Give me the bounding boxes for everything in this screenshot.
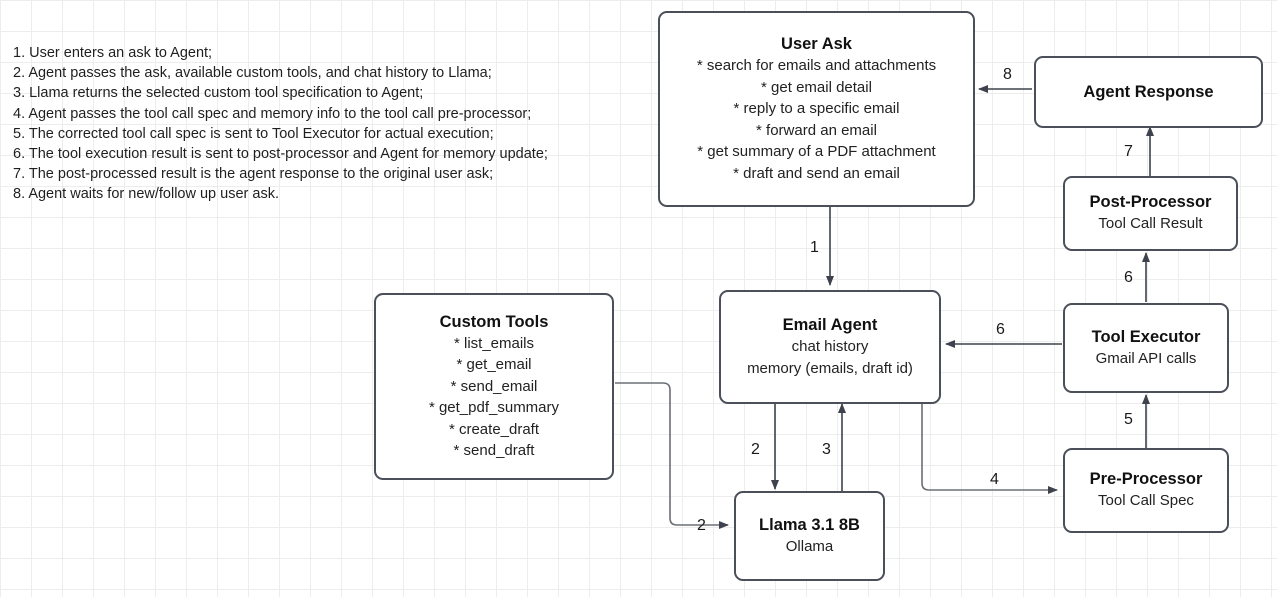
legend-line-6: 6. The tool execution result is sent to … xyxy=(13,146,548,163)
legend-line-8: 8. Agent waits for new/follow up user as… xyxy=(13,186,279,203)
edge-label-4: 4 xyxy=(990,471,999,488)
node-custom-tools-title: Custom Tools xyxy=(439,312,549,331)
node-user-ask-item-5: * get summary of a PDF attachment xyxy=(697,143,936,160)
edge-label-6-to-post-processor: 6 xyxy=(1124,269,1133,286)
node-custom-tools-item-2: * get_email xyxy=(456,356,532,373)
edge-label-2-custom-tools: 2 xyxy=(697,517,706,534)
node-email-agent-title: Email Agent xyxy=(782,316,878,334)
legend-line-3: 3. Llama returns the selected custom too… xyxy=(13,85,424,102)
edge-label-8: 8 xyxy=(1003,66,1012,83)
node-custom-tools-item-3: * send_email xyxy=(450,377,538,395)
node-user-ask-item-2: * get email detail xyxy=(761,78,872,96)
node-user-ask-item-4: * forward an email xyxy=(756,121,877,139)
node-custom-tools-item-1: * list_emails xyxy=(453,334,535,352)
node-user-ask-item-6: * draft and send an email xyxy=(733,164,900,182)
node-post-processor-sub-1: Tool Call Result xyxy=(1098,215,1203,233)
edge-label-3: 3 xyxy=(822,441,831,458)
node-custom-tools-item-5: * create_draft xyxy=(448,420,540,438)
node-llama-title: Llama 3.1 8B xyxy=(759,515,860,534)
node-tool-executor[interactable]: Tool Executor Gmail API calls xyxy=(1063,303,1229,393)
node-tool-executor-title: Tool Executor xyxy=(1091,327,1201,346)
node-agent-response-title: Agent Response xyxy=(1083,82,1214,101)
node-user-ask-title: User Ask xyxy=(781,35,852,53)
node-post-processor-title: Post-Processor xyxy=(1089,193,1212,212)
legend-line-4: 4. Agent passes the tool call spec and m… xyxy=(13,105,532,122)
node-post-processor[interactable]: Post-Processor Tool Call Result xyxy=(1063,176,1238,251)
process-steps-legend: 1. User enters an ask to Agent; 2. Agent… xyxy=(13,43,548,205)
legend-line-1: 1. User enters an ask to Agent; xyxy=(13,45,213,61)
node-user-ask-item-1: * search for emails and attachments xyxy=(696,57,937,74)
node-custom-tools[interactable]: Custom Tools * list_emails * get_email *… xyxy=(374,293,614,480)
node-pre-processor-title: Pre-Processor xyxy=(1089,470,1203,489)
node-llama[interactable]: Llama 3.1 8B Ollama xyxy=(734,491,885,581)
legend-line-7: 7. The post-processed result is the agen… xyxy=(13,166,494,183)
node-tool-executor-sub-1: Gmail API calls xyxy=(1095,349,1197,367)
edge-label-2-email-agent: 2 xyxy=(751,441,760,458)
node-pre-processor[interactable]: Pre-Processor Tool Call Spec xyxy=(1063,448,1229,533)
node-custom-tools-item-4: * get_pdf_summary xyxy=(428,399,560,416)
node-email-agent-sub-1: chat history xyxy=(791,338,869,355)
node-email-agent-sub-2: memory (emails, draft id) xyxy=(747,359,913,377)
edge-4-email-agent-to-pre-processor xyxy=(921,403,1058,494)
edge-label-5: 5 xyxy=(1124,411,1133,428)
edge-label-1: 1 xyxy=(810,239,819,256)
node-pre-processor-sub-1: Tool Call Spec xyxy=(1098,492,1194,510)
node-agent-response[interactable]: Agent Response xyxy=(1034,56,1263,128)
edge-2-custom-tools-to-llama xyxy=(615,382,729,529)
legend-line-2: 2. Agent passes the ask, available custo… xyxy=(13,65,492,82)
node-user-ask-item-3: * reply to a specific email xyxy=(733,100,900,117)
node-email-agent[interactable]: Email Agent chat history memory (emails,… xyxy=(719,290,941,404)
node-user-ask[interactable]: User Ask * search for emails and attachm… xyxy=(658,11,975,207)
node-custom-tools-item-6: * send_draft xyxy=(453,442,535,459)
legend-line-5: 5. The corrected tool call spec is sent … xyxy=(13,125,494,142)
node-llama-sub-1: Ollama xyxy=(785,537,834,555)
edge-label-7: 7 xyxy=(1124,143,1133,160)
edge-label-6-to-email-agent: 6 xyxy=(996,321,1005,338)
